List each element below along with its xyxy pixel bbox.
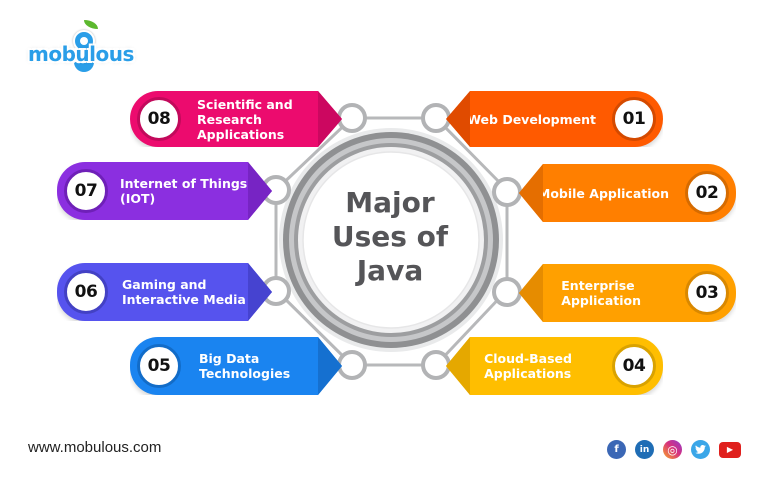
- center-title-line1: Major: [345, 186, 435, 219]
- use-item-08: 08 Scientific and Research Applications: [130, 91, 342, 147]
- item-label: Big Data Technologies: [199, 351, 291, 381]
- use-item-02: Mobile Application 02: [519, 164, 736, 222]
- item-number: 02: [685, 171, 729, 215]
- item-number: 08: [137, 97, 181, 141]
- use-item-03: Enterprise Application 03: [519, 264, 736, 322]
- twitter-bird-icon: [695, 445, 706, 454]
- item-number: 03: [685, 271, 729, 315]
- use-item-01: Web Development 01: [446, 91, 663, 147]
- inner-disc: [302, 151, 480, 329]
- use-item-05: 05 Big Data Technologies: [130, 337, 342, 395]
- center-title-line2: Uses of: [331, 220, 449, 253]
- connector-nodes: [261, 103, 522, 380]
- item-label: Enterprise Application: [561, 278, 641, 308]
- leaf-icon: [84, 20, 98, 29]
- use-item-04: Cloud-Based Applications 04: [446, 337, 663, 395]
- item-number: 04: [612, 344, 656, 388]
- item-number: 05: [137, 344, 181, 388]
- item-number: 06: [64, 270, 108, 314]
- item-label: Web Development: [467, 111, 596, 127]
- center-title: Major Uses of Java: [300, 186, 480, 288]
- use-item-06: 06 Gaming and Interactive Media: [57, 263, 272, 321]
- facebook-icon[interactable]: f: [607, 440, 626, 459]
- item-label: Cloud-Based Applications: [484, 351, 572, 381]
- instagram-icon[interactable]: ◎: [663, 440, 682, 459]
- logo-text: mobulous: [28, 42, 134, 66]
- item-label: Scientific and Research Applications: [197, 96, 293, 142]
- logo-ball-icon: [73, 30, 95, 52]
- item-label: Gaming and Interactive Media: [122, 277, 246, 307]
- item-label: Internet of Things (IOT): [120, 176, 248, 206]
- social-links: f in ◎ ▶: [607, 440, 741, 459]
- linkedin-icon[interactable]: in: [635, 440, 654, 459]
- item-label: Mobile Application: [537, 185, 669, 201]
- item-number: 07: [64, 169, 108, 213]
- center-title-line3: Java: [356, 254, 424, 287]
- twitter-icon[interactable]: [691, 440, 710, 459]
- mobulous-logo[interactable]: mobulous: [26, 20, 146, 76]
- item-number: 01: [612, 97, 656, 141]
- youtube-icon[interactable]: ▶: [719, 441, 741, 458]
- website-link[interactable]: www.mobulous.com: [28, 439, 162, 456]
- logo-ball-bottom-icon: [74, 62, 94, 72]
- use-item-07: 07 Internet of Things (IOT): [57, 162, 272, 220]
